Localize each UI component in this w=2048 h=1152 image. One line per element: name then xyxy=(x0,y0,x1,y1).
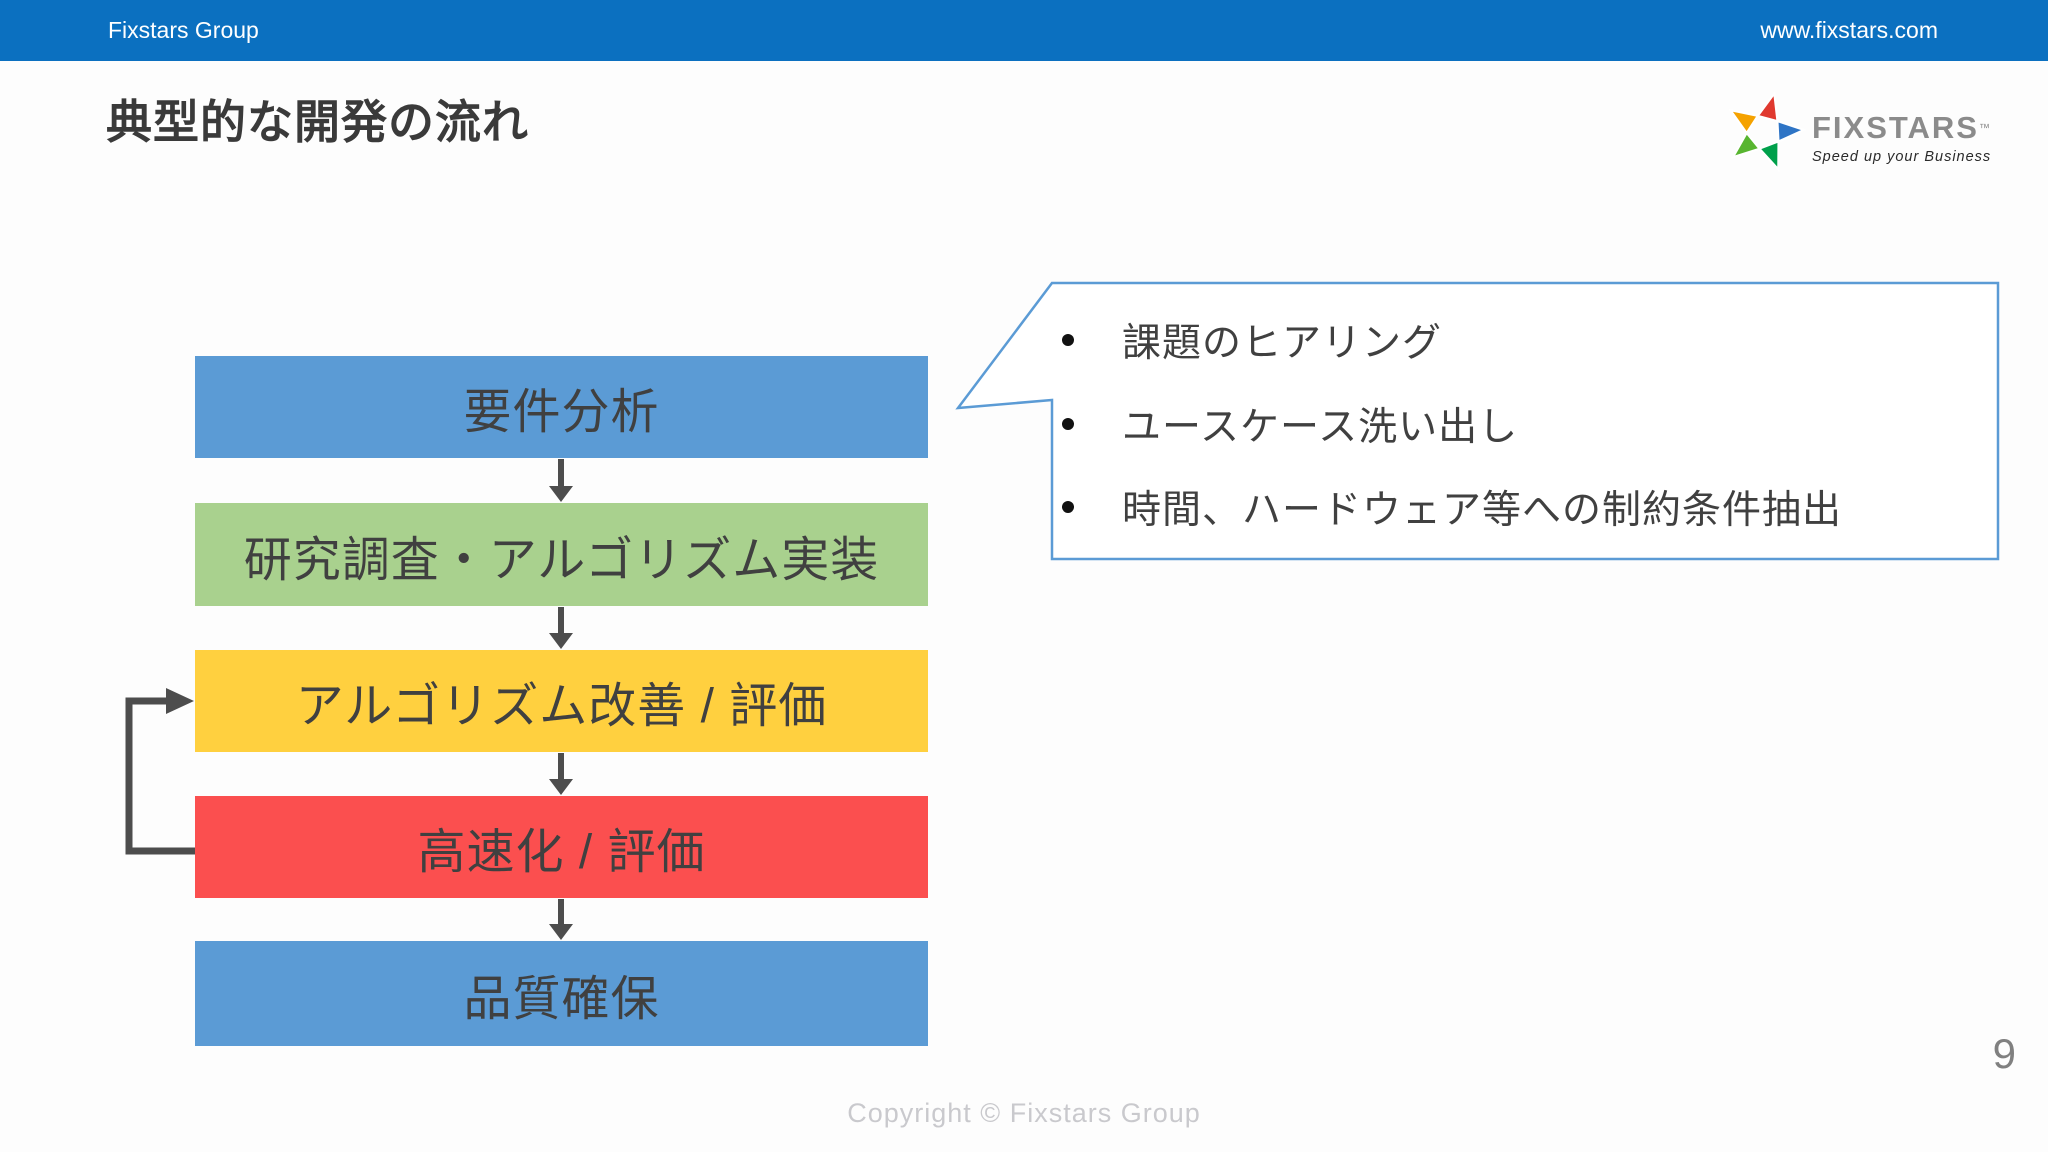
flow-step-quality: 品質確保 xyxy=(195,941,928,1046)
flow-step-requirements: 要件分析 xyxy=(195,356,928,458)
logo-trademark: ™ xyxy=(1979,122,1990,135)
header-url: www.fixstars.com xyxy=(1760,17,1938,43)
header-company: Fixstars Group xyxy=(108,17,259,43)
flow-step-algorithm-improvement: アルゴリズム改善 / 評価 xyxy=(195,650,928,752)
page-title: 典型的な開発の流れ xyxy=(106,96,529,148)
callout-item: ユースケース洗い出し xyxy=(1062,400,1518,449)
copyright: Copyright © Fixstars Group xyxy=(847,1098,1201,1128)
page-number: 9 xyxy=(1992,1030,2016,1077)
callout-bubble xyxy=(955,281,2000,561)
callout-item-text: 課題のヒアリング xyxy=(1122,322,1443,365)
logo-tagline: Speed up your Business xyxy=(1812,149,1992,165)
fixstars-star-icon xyxy=(1728,90,1806,172)
flow-step-research: 研究調査・アルゴリズム実装 xyxy=(195,503,928,606)
logo-text: FIXSTARS™ Speed up your Business xyxy=(1812,110,1991,174)
loop-back-arrow-icon xyxy=(125,697,195,855)
bullet-icon xyxy=(1062,418,1074,430)
callout-item: 課題のヒアリング xyxy=(1062,316,1442,365)
callout-item-text: ユースケース洗い出し xyxy=(1122,406,1519,449)
logo-wordmark: FIXSTARS xyxy=(1812,110,1979,145)
callout-item-text: 時間、ハードウェア等への制約条件抽出 xyxy=(1122,489,1843,532)
flow-step-acceleration: 高速化 / 評価 xyxy=(195,796,928,898)
bullet-icon xyxy=(1062,334,1074,346)
bullet-icon xyxy=(1062,501,1074,513)
fixstars-logo: FIXSTARS™ Speed up your Business xyxy=(1722,90,1991,174)
header-bar: Fixstars Group www.fixstars.com xyxy=(0,0,2048,61)
callout-item: 時間、ハードウェア等への制約条件抽出 xyxy=(1062,483,1842,532)
